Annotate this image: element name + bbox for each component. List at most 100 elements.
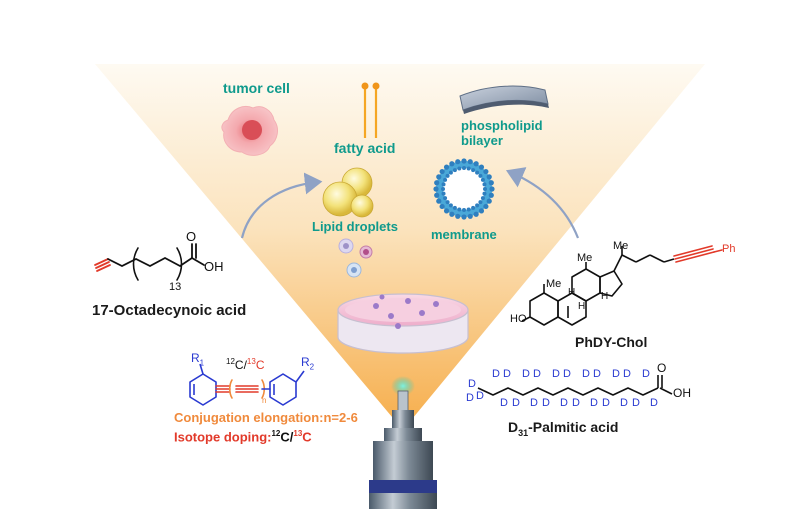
deuterium-atom: D [522, 368, 530, 380]
lipid-head [482, 191, 487, 196]
deuterium-atom: D [612, 368, 620, 380]
deuterium-atom: D [620, 397, 628, 409]
palmitic-acid-structure [477, 375, 673, 396]
lipid-head [488, 180, 494, 186]
substituent-r2: R2 [301, 355, 315, 372]
deuterium-atom: D [503, 368, 511, 380]
lipid-head [436, 174, 442, 180]
phdy-chol-structure [521, 246, 675, 326]
deuterium-atom: D [542, 397, 550, 409]
atom-h-1: H [601, 291, 609, 302]
lipid-head [483, 187, 487, 191]
lipid-head [467, 213, 473, 219]
deuterium-atom: D [593, 368, 601, 380]
lipid-head [478, 200, 483, 205]
lipid-head [478, 173, 483, 178]
deuterium-atom: D [512, 397, 520, 409]
tumor-cell-icon [221, 106, 278, 156]
atom-me-c19: Me [546, 278, 562, 290]
deuterium-atom: D [530, 397, 538, 409]
deuterium-atom: D [632, 397, 640, 409]
deuterium-atom: D [602, 397, 610, 409]
deuterium-atom: D [492, 368, 500, 380]
label-membrane: membrane [431, 227, 497, 242]
deuterium-atom: D [476, 390, 484, 402]
lipid-head [489, 186, 495, 192]
lipid-head [466, 166, 471, 171]
lipid-head [486, 198, 492, 204]
subscript-13: 13 [169, 281, 182, 293]
deuterium-atom: D [582, 368, 590, 380]
lipid-head [486, 174, 492, 180]
lipid-head [471, 168, 476, 173]
atom-oh-palmitic: OH [673, 386, 691, 400]
lipid-head [471, 205, 476, 210]
octadecynoic-acid-structure [94, 243, 205, 281]
cells-icon [338, 238, 373, 278]
arrow-right [505, 167, 580, 239]
petri-dish-icon [337, 293, 469, 354]
substituent-r1: R1 [191, 351, 205, 368]
lipid-head [483, 203, 489, 210]
label-lipid-droplets: Lipid droplets [312, 219, 398, 234]
lipid-head [449, 211, 455, 217]
phdy-chol-alkyne [673, 245, 723, 263]
lipid-head [455, 159, 461, 165]
membrane-icon [433, 158, 495, 220]
lipid-head [473, 211, 479, 217]
lipid-head [434, 192, 440, 198]
label-phospholipid: phospholipid [461, 118, 543, 133]
atom-o-palmitic: O [657, 361, 667, 375]
note-conjugation-elongation: Conjugation elongation:n=2-6 [174, 410, 358, 425]
microscope-objective-icon [369, 376, 437, 509]
label-fatty-acid: fatty acid [334, 140, 396, 156]
diaryl-alkyne-structure [189, 363, 305, 406]
lipid-head [443, 164, 450, 170]
lipid-head [455, 213, 461, 219]
lipid-head [457, 207, 462, 212]
note-isotope-doping: Isotope doping:12C/13C [174, 429, 312, 445]
deuterium-atom: D [590, 397, 598, 409]
lipid-head [483, 168, 489, 175]
arrow-left [240, 172, 323, 239]
deuterium-atom: D [552, 368, 560, 380]
lipid-head [475, 203, 480, 208]
lipid-head [452, 205, 457, 210]
lipid-head [441, 191, 446, 196]
lipid-head [467, 159, 473, 165]
atom-oh-octadecynoic: OH [204, 259, 224, 274]
deuterium-atom: D [650, 397, 658, 409]
atom-ho: HO [510, 313, 527, 325]
deuterium-atom: D [642, 368, 650, 380]
lipid-head [475, 170, 480, 175]
lipid-head [439, 203, 445, 210]
lipid-head [478, 208, 485, 214]
name-d31-palmitic-acid: D31-Palmitic acid [508, 419, 619, 438]
lipid-head [445, 173, 450, 178]
phospholipid-bilayer-icon [459, 85, 549, 114]
lipid-head [488, 192, 494, 198]
lipid-head [461, 158, 467, 164]
lipid-head [439, 168, 445, 175]
lipid-head [449, 161, 455, 167]
lipid-head [480, 177, 485, 182]
lipid-head [436, 198, 442, 204]
atom-ph: Ph [722, 243, 736, 255]
lipid-head [434, 180, 440, 186]
lipid-head [443, 196, 448, 201]
lipid-head [457, 166, 462, 171]
deuterium-atom: D [623, 368, 631, 380]
lipid-head [461, 214, 467, 220]
fatty-acid-icon [361, 82, 380, 138]
atom-me-c18: Me [577, 252, 593, 264]
lipid-head [480, 196, 485, 201]
lipid-head [445, 200, 450, 205]
deuterium-atom: D [468, 378, 476, 390]
lipid-head [441, 182, 446, 187]
lipid-head [448, 203, 453, 208]
lipid-head [443, 177, 448, 182]
lipid-head [482, 182, 487, 187]
lipid-head [462, 166, 466, 170]
lipid-head [433, 186, 439, 192]
